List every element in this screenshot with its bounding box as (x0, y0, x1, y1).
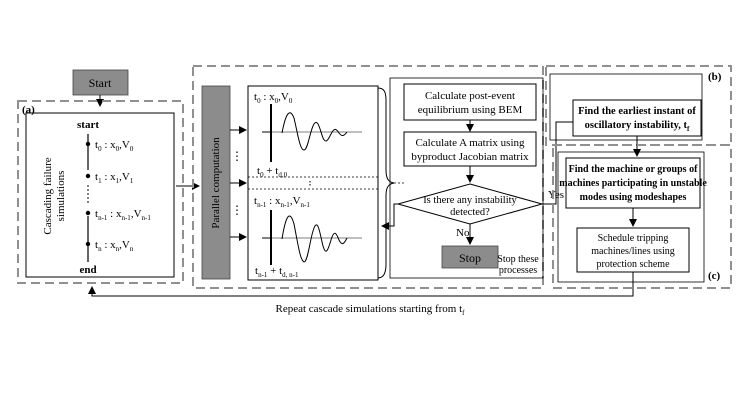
state-node-1 (85, 173, 91, 179)
grouping-brace (377, 87, 395, 279)
find-machines-line-2: machines participating in unstable (559, 178, 707, 189)
state-node-0 (85, 141, 91, 147)
simulation-box (247, 85, 379, 281)
earliest-instant-line-1: Find the earliest instant of (578, 106, 696, 117)
schedule-tripping-box (576, 227, 690, 273)
panel-b-outer-box (549, 73, 703, 141)
stop-note-line-2: processes (499, 265, 537, 276)
panel-c-dashed (552, 144, 732, 289)
calc-equilibrium-box (403, 83, 537, 121)
start-box (72, 69, 129, 96)
decision-line-2: detected? (450, 207, 490, 218)
loop-back-arrow (381, 203, 398, 230)
sim-bottom-state: tn-1 : xn-1,Vn-1 (254, 195, 310, 209)
repeat-label: Repeat cascade simulations starting from… (276, 303, 466, 317)
state-node-n-1 (85, 210, 91, 216)
sim-top-state: t0 : x0,V0 (254, 91, 293, 105)
middle-panel-dashed (192, 65, 544, 289)
parallel-dots-2: ⋮ (231, 203, 243, 217)
panel-c-tag: (c) (708, 270, 721, 282)
find-machines-line-1: Find the machine or groups of (569, 164, 698, 175)
oscillation-curve-top (281, 112, 348, 151)
state-node-n (85, 241, 91, 247)
panel-a-tag: (a) (22, 104, 35, 116)
state-label-0: t0 : x0,V0 (95, 139, 134, 153)
decision-line-1: Is there any instability (423, 195, 517, 206)
calc-equilibrium-line-1: Calculate post-event (425, 90, 515, 102)
panel-c-outer-box (557, 151, 705, 283)
repeat-loop-arrow (88, 272, 634, 297)
stop-label: Stop (459, 251, 481, 265)
oscillation-curve-bottom (281, 215, 348, 263)
calc-equilibrium-line-2: equilibrium using BEM (418, 104, 523, 116)
state-label-n-1: tn-1 : xn-1,Vn-1 (95, 208, 151, 222)
schedule-tripping-line-3: protection scheme (596, 259, 670, 270)
calc-a-matrix-line-2: byproduct Jacobian matrix (411, 151, 529, 163)
panel-a-start: start (77, 119, 99, 131)
sim-top-end: t0 + td,0 (257, 165, 288, 179)
parallel-computation-label: Parallel computation (210, 137, 222, 229)
decision-no-label: No (456, 227, 470, 239)
schedule-tripping-line-1: Schedule tripping (598, 233, 669, 244)
calc-a-matrix-line-1: Calculate A matrix using (415, 137, 525, 149)
panel-a-dashed (17, 100, 184, 284)
state-label-1: t1 : x1,V1 (95, 171, 134, 185)
earliest-instant-line-2: oscillatory instability, tf (585, 120, 690, 133)
panel-a-box (25, 112, 175, 278)
stop-note-line-1: Stop these (497, 254, 539, 265)
stop-box (441, 245, 499, 269)
start-box-label: Start (89, 76, 112, 90)
parallel-dots-1: ⋮ (231, 149, 243, 163)
panel-a-side-label-1: Cascading failure (42, 157, 54, 234)
find-machines-line-3: modes using modeshapes (580, 192, 687, 203)
calc-a-matrix-box (403, 131, 537, 167)
flow-column-box (389, 77, 544, 279)
panel-a-side-label-2: simulations (55, 171, 67, 222)
schedule-tripping-line-2: machines/lines using (591, 246, 675, 257)
sim-bottom-end: tn-1 + td, n-1 (255, 265, 299, 279)
panel-a-end: end (79, 264, 96, 276)
panel-b-tag: (b) (708, 71, 722, 83)
parallel-computation-bar (201, 85, 231, 280)
state-label-n: tn : xn,Vn (95, 239, 134, 253)
